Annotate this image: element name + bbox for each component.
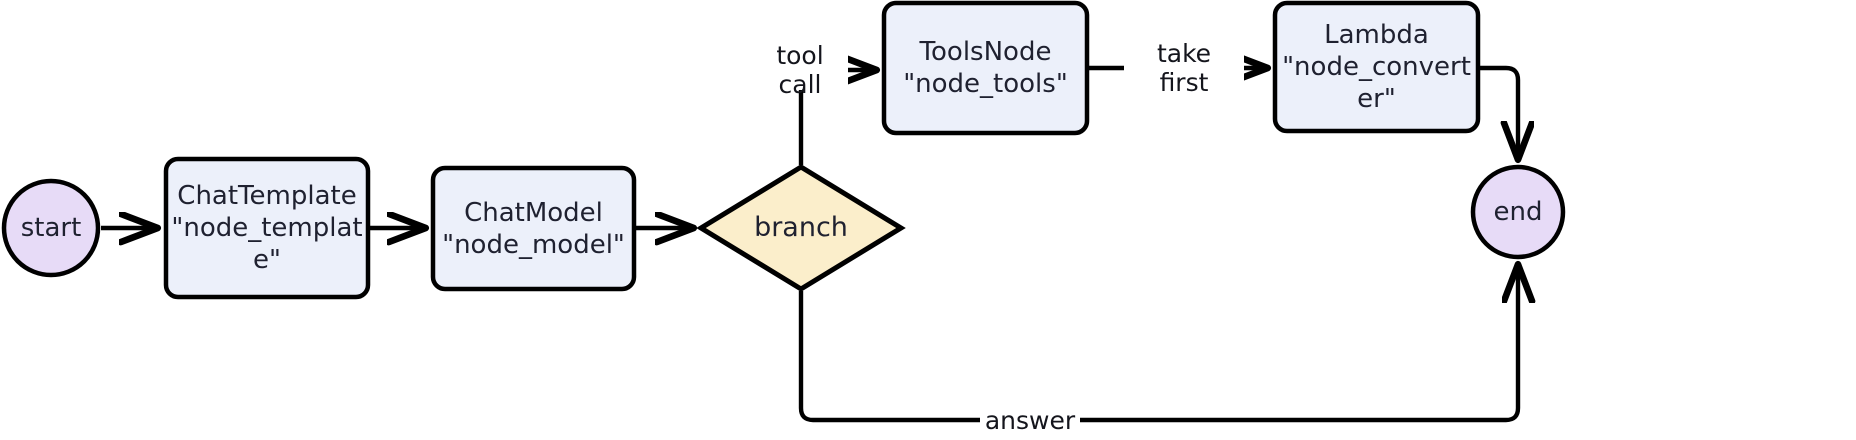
edge-label-answer: answer	[980, 402, 1080, 440]
node-end[interactable]	[1470, 164, 1566, 260]
edge-converter-to-end	[1480, 65, 1518, 158]
node-chat-template[interactable]	[163, 156, 371, 300]
node-tools[interactable]	[881, 0, 1090, 136]
node-chat-model[interactable]	[430, 165, 637, 292]
node-start[interactable]	[1, 178, 101, 278]
node-branch[interactable]	[696, 164, 906, 292]
edge-branch-to-end	[798, 266, 1518, 423]
edge-label-tool-call: tool call	[752, 41, 848, 99]
edge-label-take-first: take first	[1124, 39, 1244, 97]
node-lambda-converter[interactable]	[1272, 0, 1481, 134]
